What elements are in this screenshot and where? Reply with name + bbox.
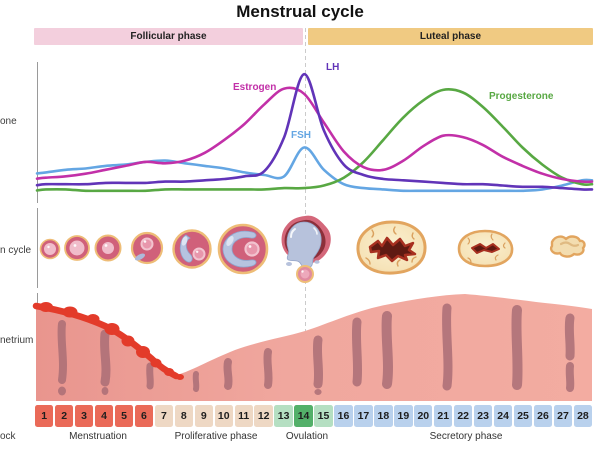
day-cell: 24	[493, 405, 513, 427]
day-cell: 19	[394, 405, 413, 427]
day-cell: 23	[473, 405, 493, 427]
day-cell: 25	[513, 405, 533, 427]
day-cell: 18	[374, 405, 393, 427]
day-cell: 1	[35, 405, 54, 427]
luteal-phase-bar: Luteal phase	[308, 28, 593, 45]
progesterone-label: Progesterone	[489, 91, 554, 102]
day-cell: 13	[274, 405, 293, 427]
day-cell: 17	[354, 405, 373, 427]
day-cell: 20	[414, 405, 433, 427]
menstruation-label: Menstruation	[69, 431, 127, 442]
secretory-phase-label: Secretory phase	[429, 431, 503, 442]
day-cell: 15	[314, 405, 333, 427]
mature-follicle-icon	[217, 223, 269, 275]
small-follicle-icon	[64, 235, 90, 261]
day-cell: 11	[234, 405, 253, 427]
secondary-follicle-icon	[94, 234, 122, 262]
corpus-luteum-icon	[356, 220, 427, 275]
day-cell: 12	[254, 405, 273, 427]
hormone-row-label: one	[0, 116, 17, 127]
day-cell: 22	[454, 405, 473, 427]
day-cell: 7	[154, 405, 174, 427]
menstrual-blood	[32, 302, 184, 380]
day-cell: 3	[74, 405, 94, 427]
day-cell: 27	[553, 405, 573, 427]
day-cell: 4	[94, 405, 114, 427]
progesterone-curve	[35, 88, 594, 193]
follicular-phase-bar: Follicular phase	[34, 28, 303, 45]
small-follicle-icon	[39, 238, 61, 260]
antral-follicle-icon	[172, 229, 212, 269]
lh-label: LH	[326, 62, 340, 73]
ovulation-label: Ovulation	[285, 431, 329, 442]
fsh-curve	[35, 146, 594, 193]
day-cell: 14	[294, 405, 313, 427]
fsh-label: FSH	[291, 130, 311, 141]
day-cell: 28	[573, 405, 593, 427]
day-cell: 8	[174, 405, 194, 427]
day-cell: 9	[194, 405, 213, 427]
page-title: Menstrual cycle	[236, 2, 364, 21]
endometrial-glands	[57, 303, 575, 392]
day-cell: 10	[214, 405, 233, 427]
proliferative-phase-label: Proliferative phase	[174, 431, 258, 442]
day-cell: 21	[434, 405, 453, 427]
corpus-albicans-icon	[549, 235, 586, 258]
cycle-clock-row-label: ock	[0, 431, 16, 442]
day-cell: 16	[334, 405, 353, 427]
ovarian-cycle-row	[39, 215, 586, 283]
antral-follicle-icon	[130, 231, 164, 265]
regressing-corpus-luteum-icon	[457, 229, 514, 268]
day-cell: 6	[134, 405, 154, 427]
ovarian-cycle-row-label: n cycle	[0, 245, 32, 256]
endometrium-illustration	[32, 294, 592, 401]
endometrium-row-label: netrium	[0, 335, 34, 346]
gland-dots	[58, 386, 322, 396]
day-cell: 2	[54, 405, 74, 427]
ovulation-follicle-icon	[281, 215, 331, 283]
day-cell: 5	[114, 405, 134, 427]
day-cell: 26	[533, 405, 553, 427]
estrogen-label: Estrogen	[233, 82, 277, 93]
